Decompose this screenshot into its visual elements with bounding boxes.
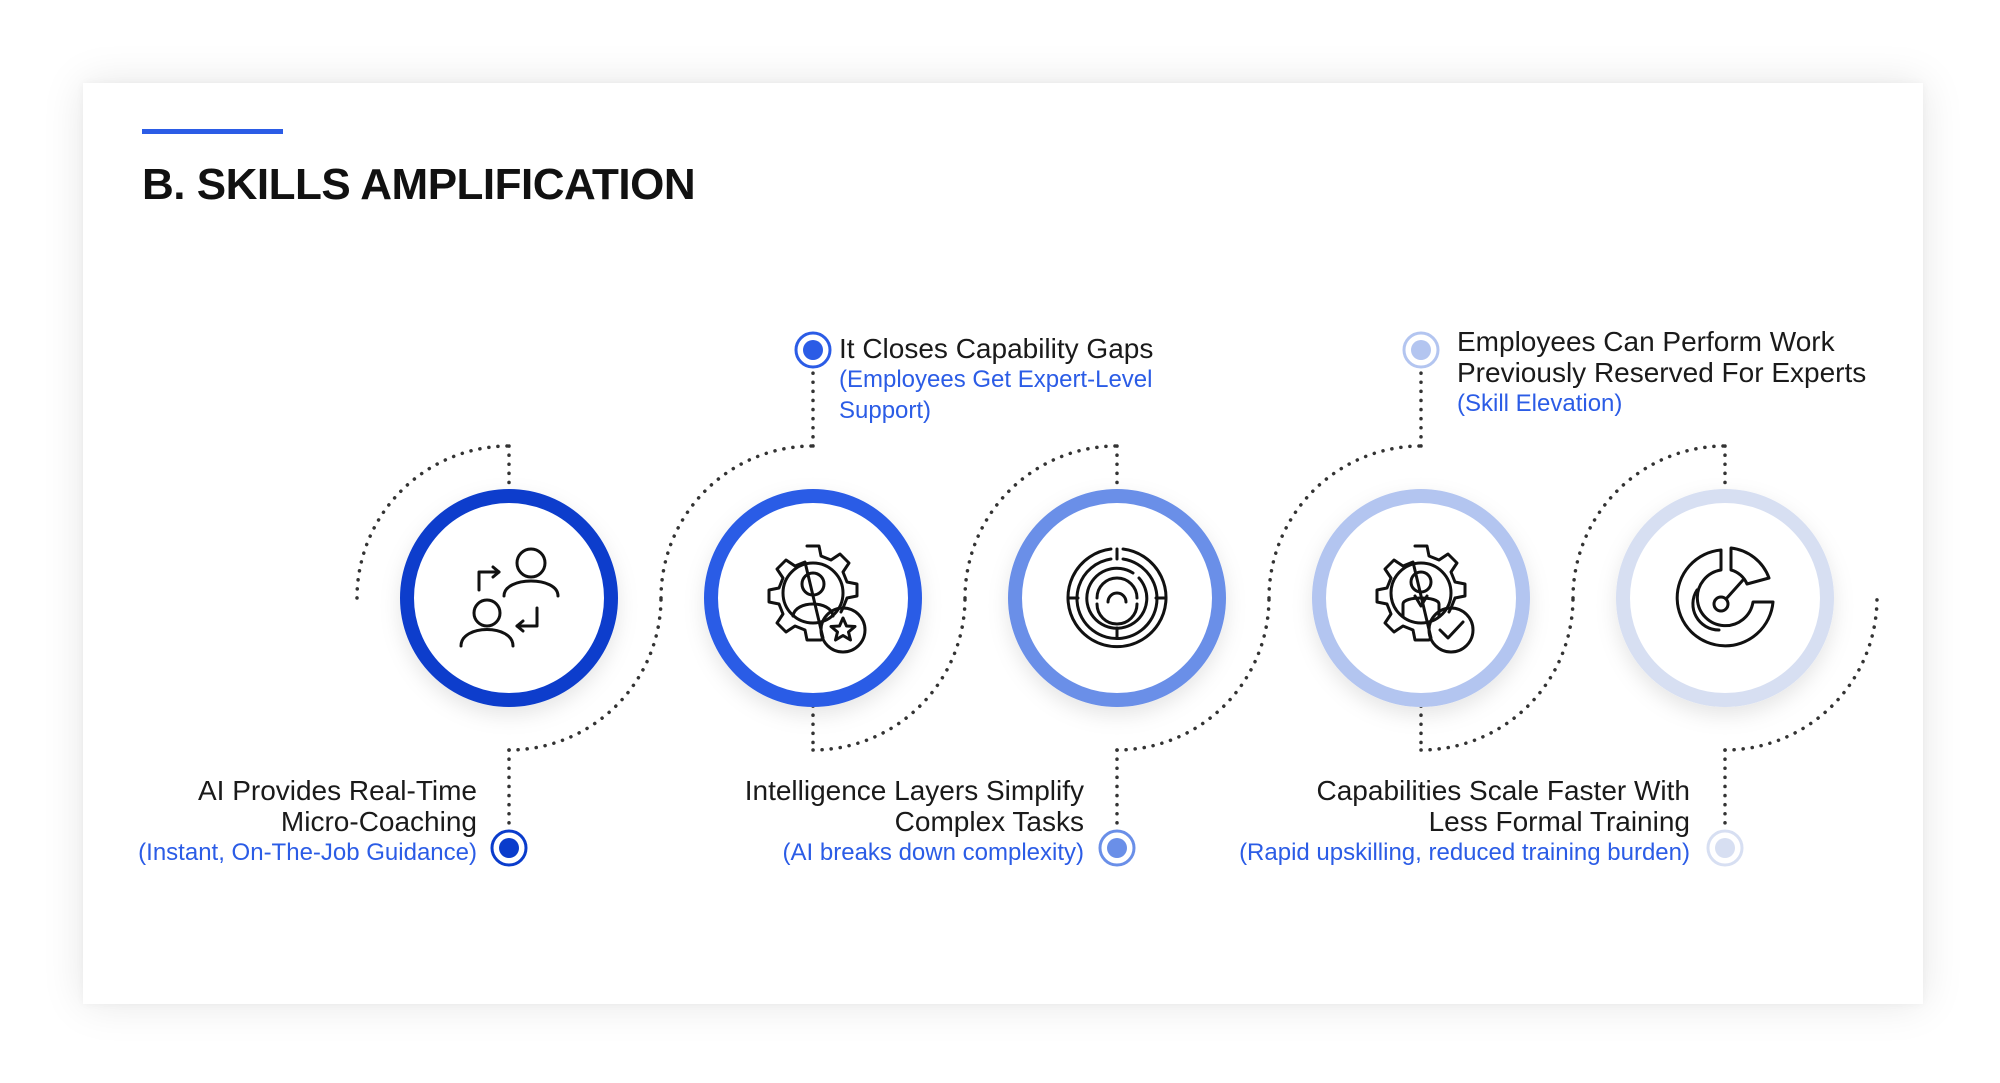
connector-arc-1-bottom <box>507 596 663 752</box>
step-5-label: Capabilities Scale Faster With Less Form… <box>1239 775 1690 868</box>
page-title: B. SKILLS AMPLIFICATION <box>142 160 696 209</box>
step-4-title-line-2: Previously Reserved For Experts <box>1457 357 1867 388</box>
step-1-label: AI Provides Real-Time Micro-Coaching (In… <box>138 775 477 868</box>
step-ring-3 <box>1008 489 1226 707</box>
step-ring-1 <box>400 489 618 707</box>
step-marker-2 <box>794 331 832 369</box>
gear-user-check-icon <box>1375 544 1475 654</box>
step-4-subtitle: (Skill Elevation) <box>1457 390 1623 417</box>
step-marker-3 <box>1098 829 1136 867</box>
connector-arc-5-bottom <box>1723 596 1879 752</box>
step-2-title-line-1: It Closes Capability Gaps <box>839 333 1154 364</box>
step-3-title-line-2: Complex Tasks <box>894 806 1084 837</box>
step-rings <box>400 489 1834 707</box>
connector-arc-5-top <box>1571 444 1727 600</box>
connector-arc-3-bottom <box>1115 596 1271 752</box>
step-markers <box>490 331 1744 867</box>
step-4-title-line-1: Employees Can Perform Work <box>1457 326 1835 357</box>
step-5-title-line-1: Capabilities Scale Faster With <box>1316 775 1690 806</box>
step-1-title-line-2: Micro-Coaching <box>280 806 477 837</box>
connector-arc-2-bottom <box>811 596 967 752</box>
step-4-label: Employees Can Perform Work Previously Re… <box>1457 326 1866 419</box>
title-accent-line <box>142 129 283 134</box>
people-exchange-icon <box>459 547 560 648</box>
connector-arc-4-bottom <box>1419 596 1575 752</box>
step-marker-1 <box>490 829 528 867</box>
gear-user-star-icon <box>767 544 867 654</box>
step-3-title-line-1: Intelligence Layers Simplify <box>744 775 1084 806</box>
step-2-subtitle-line-1: (Employees Get Expert-Level <box>839 366 1153 393</box>
connector-arc-3-top <box>963 444 1119 600</box>
step-marker-5 <box>1706 829 1744 867</box>
step-5-subtitle: (Rapid upskilling, reduced training burd… <box>1239 839 1690 866</box>
connector-arc-2-top <box>659 444 815 600</box>
gauge-chart-icon <box>1675 546 1775 648</box>
step-3-subtitle: (AI breaks down complexity) <box>782 839 1084 866</box>
step-1-subtitle: (Instant, On-The-Job Guidance) <box>138 839 477 866</box>
step-2-label: It Closes Capability Gaps (Employees Get… <box>839 333 1153 426</box>
step-marker-4 <box>1402 331 1440 369</box>
step-2-subtitle-line-2: Support) <box>839 397 932 424</box>
maze-target-icon <box>1066 547 1168 649</box>
connector-arc-4-top <box>1267 444 1423 600</box>
slide-card <box>83 83 1923 1004</box>
dotted-connectors <box>355 368 1879 830</box>
connector-arc-1-top <box>355 444 511 600</box>
step-1-title-line-1: AI Provides Real-Time <box>197 775 477 806</box>
step-3-label: Intelligence Layers Simplify Complex Tas… <box>745 775 1084 868</box>
step-5-title-line-2: Less Formal Training <box>1428 806 1690 837</box>
